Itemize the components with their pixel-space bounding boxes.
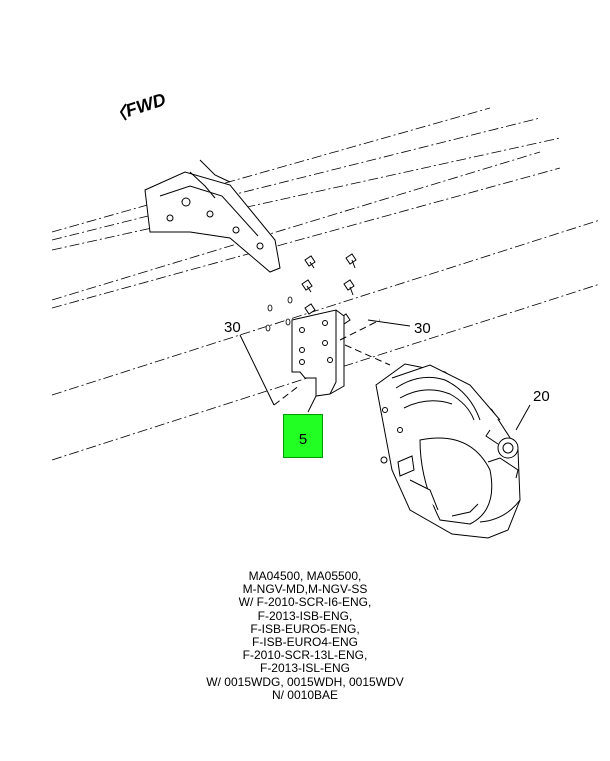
mounting-bracket [291, 309, 345, 397]
hose-reel-assembly [375, 363, 521, 539]
callout-30-left: 30 [224, 319, 241, 336]
callout-5: 5 [298, 431, 308, 448]
callout-20: 20 [533, 388, 550, 405]
forward-direction-indicator: FWD [119, 89, 168, 121]
note-line: M-NGV-MD,M-NGV-SS [242, 582, 368, 597]
callout-5-highlight[interactable]: 5 [283, 414, 323, 458]
leader-lines [273, 319, 391, 406]
parts-diagram: FWD [51, 89, 601, 539]
note-line: MA04500, MA05500, [248, 569, 362, 583]
frame-rails [51, 107, 601, 461]
note-line: F-2013-ISL-ENG [259, 661, 351, 676]
applicability-notes: MA04500, MA05500, M-NGV-MD,M-NGV-SS W/ F… [150, 569, 460, 702]
note-line: W/ F-2010-SCR-I6-ENG, [238, 595, 372, 610]
bolts [301, 253, 357, 325]
cross-member-bracket [144, 159, 281, 273]
note-line: N/ 0010BAE [271, 687, 339, 702]
note-line: F-2010-SCR-13L-ENG, [242, 648, 368, 663]
note-line: W/ 0015WDG, 0015WDH, 0015WDV [206, 674, 404, 689]
note-line: F-ISB-EURO4-ENG [251, 635, 358, 650]
frame-holes [265, 296, 293, 332]
callout-30-right: 30 [414, 320, 431, 337]
note-line: F-ISB-EURO5-ENG, [250, 621, 360, 636]
callout-lines [239, 319, 531, 431]
note-line: F-2013-ISB-ENG, [257, 608, 353, 623]
forward-arrow-icon [119, 103, 127, 121]
fwd-label: FWD [123, 89, 168, 121]
